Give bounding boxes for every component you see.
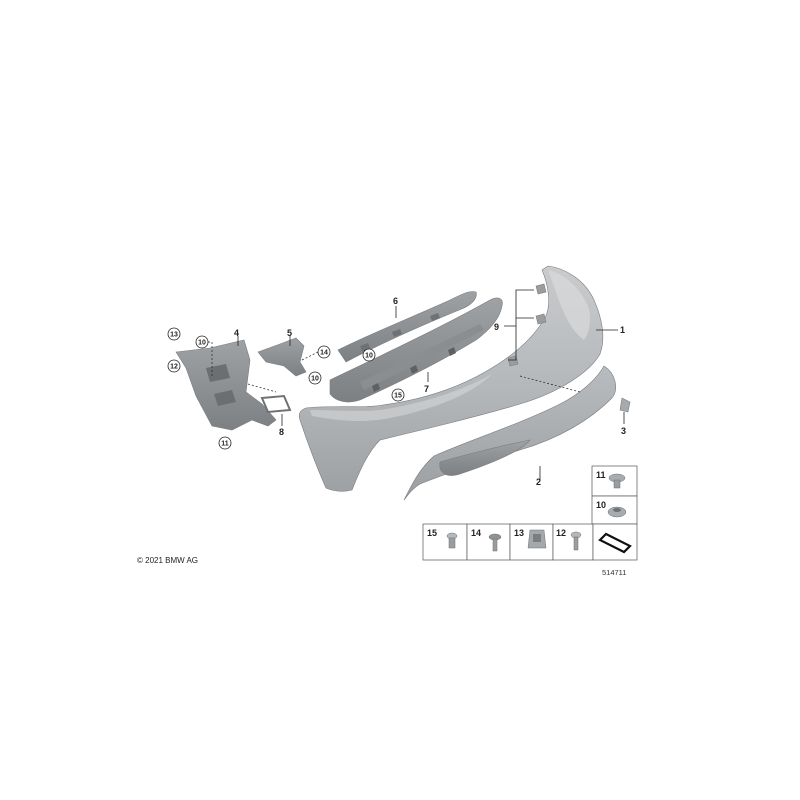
fastener-legend: 11 10 15 14 bbox=[422, 465, 638, 561]
upper-carrier bbox=[337, 291, 477, 363]
callout-6: 6 bbox=[393, 296, 398, 306]
svg-text:14: 14 bbox=[320, 350, 328, 357]
legend-cell-10: 10 bbox=[591, 495, 638, 525]
svg-text:10: 10 bbox=[311, 376, 319, 383]
legend-cell-15: 15 bbox=[422, 523, 468, 561]
part-9-clips bbox=[507, 283, 547, 367]
rear-bumper-panel bbox=[298, 265, 604, 492]
callout-12-circle: 12 bbox=[167, 359, 181, 373]
callout-10-circle-b: 10 bbox=[308, 371, 322, 385]
svg-text:11: 11 bbox=[596, 470, 606, 480]
bracket-symbol-icon bbox=[598, 532, 632, 554]
clip-13-icon bbox=[527, 529, 547, 549]
callout-14-circle: 14 bbox=[317, 345, 331, 359]
document-number: 514711 bbox=[602, 568, 627, 577]
svg-text:15: 15 bbox=[427, 528, 437, 538]
svg-text:13: 13 bbox=[514, 528, 524, 538]
svg-text:12: 12 bbox=[556, 528, 566, 538]
svg-text:10: 10 bbox=[198, 340, 206, 347]
legend-cell-14: 14 bbox=[466, 523, 511, 561]
callout-2: 2 bbox=[536, 477, 541, 487]
callout-8: 8 bbox=[279, 427, 284, 437]
callout-15-circle: 15 bbox=[391, 388, 405, 402]
callout-4: 4 bbox=[234, 328, 239, 338]
part-5-bracket bbox=[257, 337, 307, 377]
part-8-frame bbox=[260, 394, 292, 414]
bolt-14-icon bbox=[488, 533, 502, 552]
callout-9: 9 bbox=[494, 322, 499, 332]
screw-15-icon bbox=[446, 532, 458, 549]
lower-carrier bbox=[329, 297, 503, 403]
part-4-bracket bbox=[175, 339, 277, 431]
legend-cell-12: 12 bbox=[552, 523, 594, 561]
callout-13-circle: 13 bbox=[167, 327, 181, 341]
legend-cell-symbol bbox=[592, 523, 638, 561]
svg-text:11: 11 bbox=[221, 441, 229, 448]
svg-text:12: 12 bbox=[170, 364, 178, 371]
callout-7: 7 bbox=[424, 384, 429, 394]
legend-cell-13: 13 bbox=[509, 523, 554, 561]
svg-text:14: 14 bbox=[471, 528, 481, 538]
part-3-clip bbox=[619, 397, 631, 413]
copyright-notice: © 2021 BMW AG bbox=[137, 556, 199, 565]
svg-text:10: 10 bbox=[596, 500, 606, 510]
svg-text:13: 13 bbox=[170, 332, 178, 339]
callout-5: 5 bbox=[287, 328, 292, 338]
circled-callouts: 13 12 10 11 14 10 10 15 bbox=[167, 327, 405, 450]
callout-10-circle-a: 10 bbox=[195, 335, 209, 349]
callout-11-circle: 11 bbox=[218, 436, 232, 450]
callout-numbers: 1 2 3 4 5 6 7 8 9 bbox=[234, 296, 626, 487]
leader-lines bbox=[196, 289, 625, 480]
callout-3: 3 bbox=[621, 426, 626, 436]
callout-10-circle-c: 10 bbox=[362, 348, 376, 362]
svg-text:10: 10 bbox=[365, 353, 373, 360]
svg-text:15: 15 bbox=[394, 393, 402, 400]
legend-cell-11: 11 bbox=[591, 465, 638, 497]
rear-diffuser bbox=[403, 365, 616, 501]
callout-1: 1 bbox=[620, 325, 625, 335]
screw-12-icon bbox=[570, 531, 582, 551]
